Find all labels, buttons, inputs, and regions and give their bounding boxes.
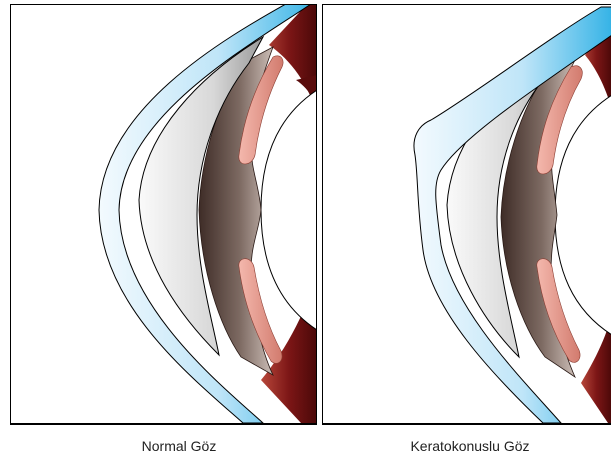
keratoconus-eye-diagram: [323, 5, 611, 423]
normal-eye-panel: [10, 4, 317, 425]
caption-keratoconus-eye: Keratokonuslu Göz: [400, 438, 540, 454]
pupil-opening: [555, 95, 611, 335]
keratoconus-eye-panel: [322, 4, 611, 425]
pupil-opening: [261, 90, 317, 330]
normal-eye-diagram: [11, 5, 317, 423]
caption-normal-eye: Normal Göz: [124, 438, 234, 454]
